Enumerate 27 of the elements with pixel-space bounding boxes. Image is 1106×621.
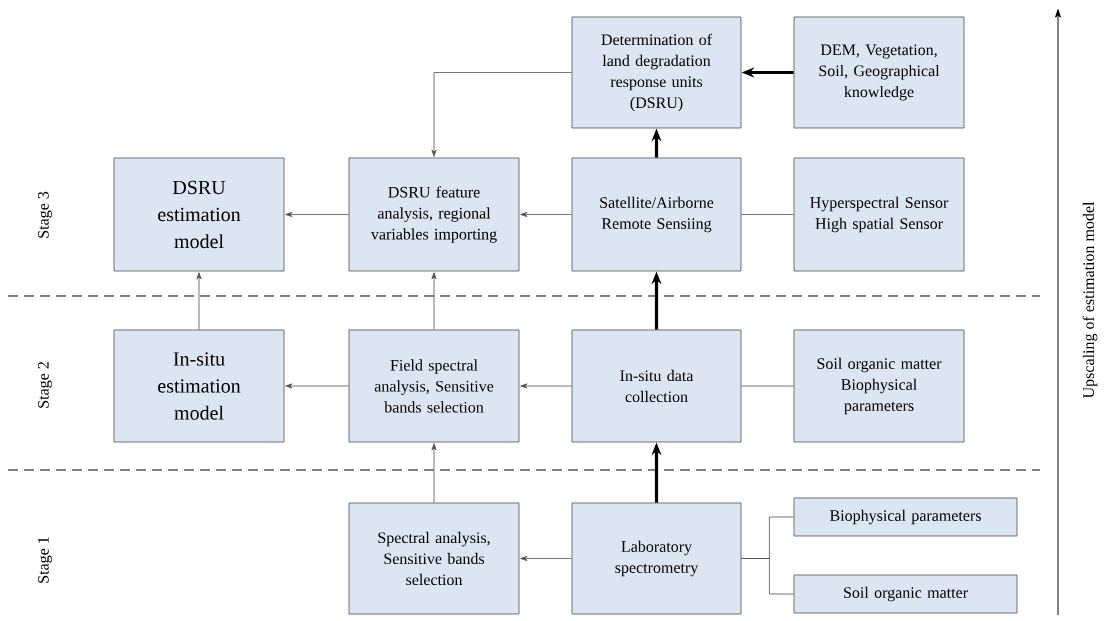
arrow	[520, 555, 572, 561]
process-box: In-situ estimation model	[113, 329, 285, 443]
process-box: Field spectral analysis, Sensitive bands selection	[348, 329, 520, 443]
process-box: Biophysical parameters	[793, 497, 1018, 537]
process-box: DSRU feature analysis, regional variables importing	[348, 157, 520, 272]
process-box: In-situ data collection	[571, 329, 742, 443]
process-box: Hyperspectral Sensor High spatial Sensor	[793, 157, 965, 272]
process-box: Determination of land degradation response units (DSRU)	[571, 16, 742, 129]
axis-label: Upscaling of estimation model	[1082, 201, 1098, 399]
arrow	[285, 211, 349, 217]
process-box: DEM, Vegetation, Soil, Geographical knowledge	[793, 16, 965, 129]
arrow	[196, 272, 202, 330]
process-box: Spectral analysis, Sensitive bands selection	[348, 502, 520, 615]
stage-label: Stage 2	[38, 362, 53, 408]
arrow	[520, 211, 572, 217]
arrow	[520, 383, 572, 389]
stage-label: Stage 3	[38, 191, 53, 238]
arrow	[431, 443, 437, 503]
process-box: Satellite/Airborne Remote Sensiing	[571, 157, 742, 272]
process-box: Soil organic matter Biophysical parameters	[793, 329, 965, 443]
arrow	[285, 383, 349, 389]
process-box: DSRU estimation model	[113, 157, 285, 272]
stage-label: Stage 1	[38, 537, 53, 583]
process-box: Laboratory spectrometry	[571, 502, 742, 615]
process-box: Soil organic matter	[793, 574, 1018, 614]
arrow	[431, 72, 572, 157]
arrow	[431, 272, 437, 330]
